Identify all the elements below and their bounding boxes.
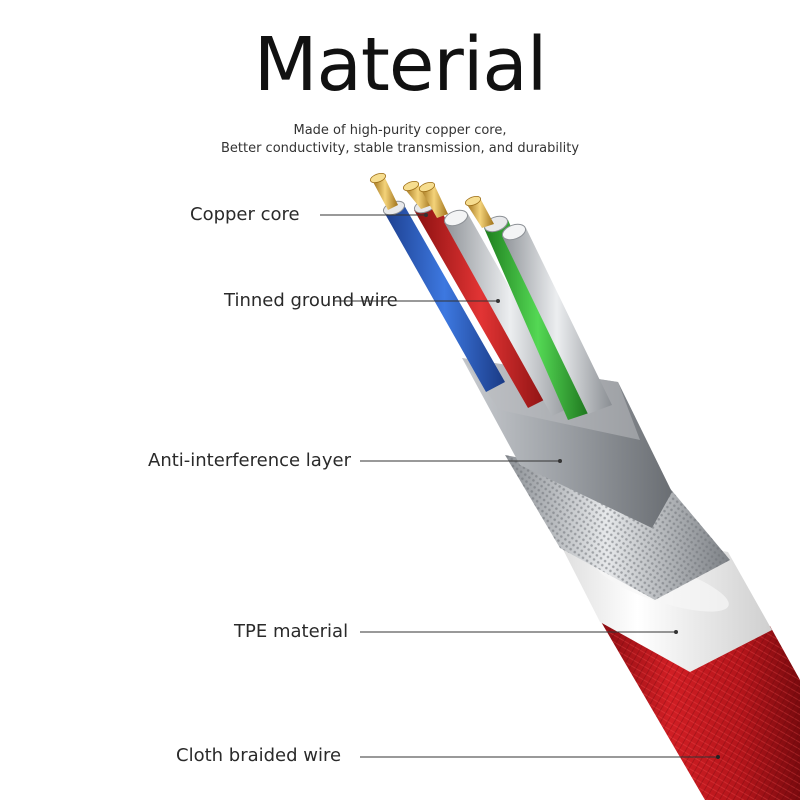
label-copper-core: Copper core [190, 204, 300, 225]
label-anti-interference-layer: Anti-interference layer [148, 450, 351, 471]
label-tpe-material: TPE material [234, 621, 348, 642]
label-tinned-ground-wire: Tinned ground wire [224, 290, 398, 311]
label-cloth-braided-wire: Cloth braided wire [176, 745, 341, 766]
